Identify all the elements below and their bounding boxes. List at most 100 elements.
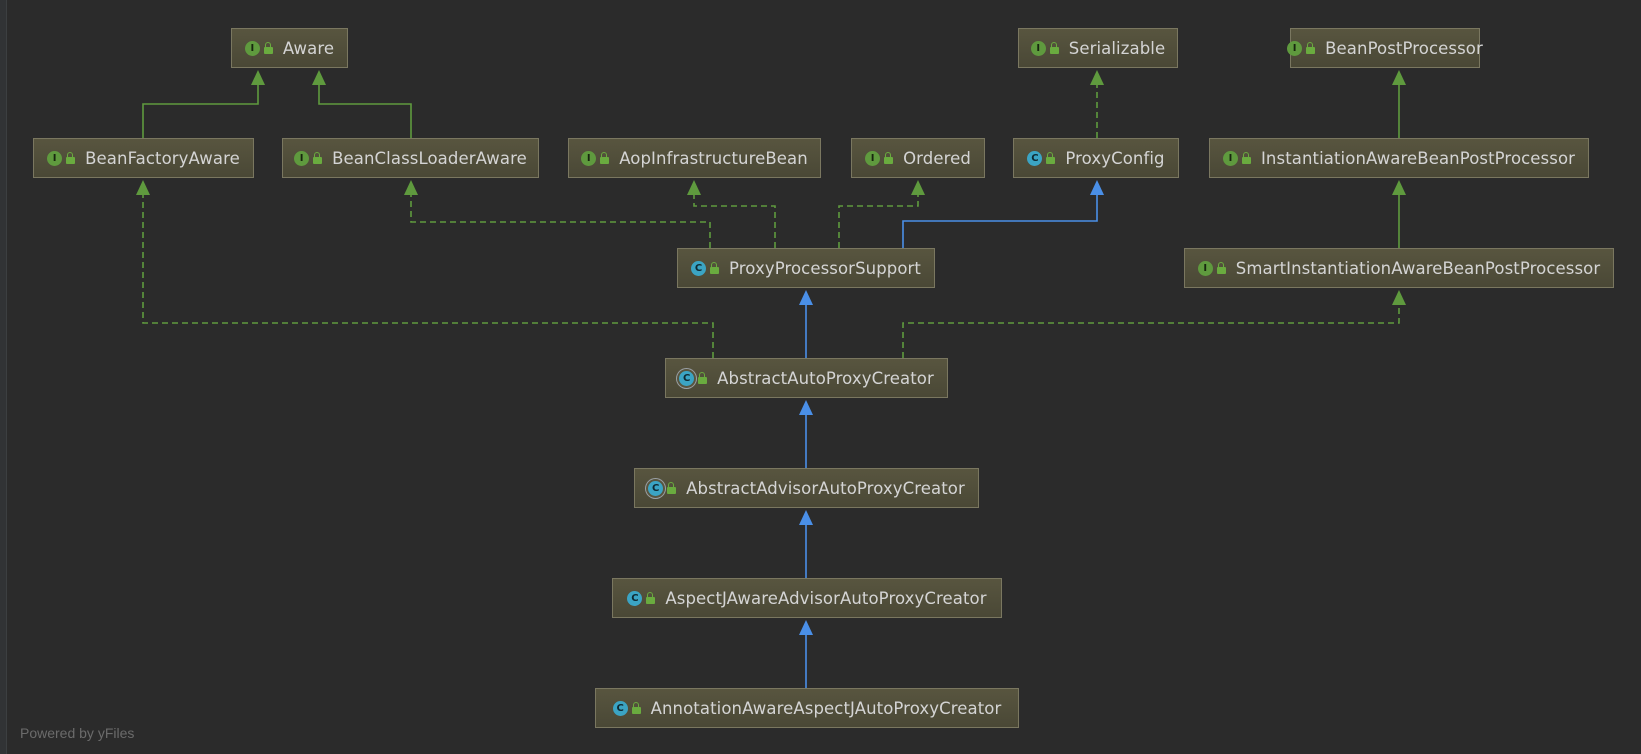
public-visibility-icon xyxy=(263,42,274,54)
edge-line xyxy=(142,84,259,138)
node-label: AspectJAwareAdvisorAutoProxyCreator xyxy=(665,588,987,608)
class-icon: C xyxy=(1027,150,1043,166)
node-instantiationawarebeanpostprocessor[interactable]: I InstantiationAwareBeanPostProcessor xyxy=(1209,138,1589,178)
node-label: Serializable xyxy=(1068,38,1166,58)
powered-by-footer: Powered by yFiles xyxy=(20,725,135,741)
node-aware[interactable]: I Aware xyxy=(231,28,348,68)
interface-icon: I xyxy=(865,150,881,166)
public-visibility-icon xyxy=(710,262,720,274)
left-gutter xyxy=(0,0,7,754)
public-visibility-icon xyxy=(1241,152,1252,164)
node-label: BeanPostProcessor xyxy=(1325,38,1483,58)
edge-arrowhead xyxy=(799,290,813,305)
edge-arrowhead xyxy=(799,510,813,525)
abstract-class-icon: C xyxy=(648,480,664,496)
node-label: AopInfrastructureBean xyxy=(619,148,808,168)
interface-icon: I xyxy=(1030,40,1046,56)
edge-line xyxy=(838,194,919,248)
edge-arrowhead xyxy=(1090,180,1104,195)
edge-line xyxy=(318,84,412,138)
public-visibility-icon xyxy=(1306,42,1316,54)
edge-arrowhead xyxy=(687,180,701,195)
node-aspectjawareadvisorautoproxycreator[interactable]: C AspectJAwareAdvisorAutoProxyCreator xyxy=(612,578,1002,618)
public-visibility-icon xyxy=(884,152,894,164)
public-visibility-icon xyxy=(631,702,642,714)
edge-proxyconfig-to-serializable xyxy=(1090,70,1104,138)
node-label: ProxyProcessorSupport xyxy=(729,258,921,278)
interface-icon: I xyxy=(294,150,310,166)
public-visibility-icon xyxy=(313,152,323,164)
public-visibility-icon xyxy=(600,152,610,164)
interface-icon: I xyxy=(47,150,63,166)
node-label: AnnotationAwareAspectJAutoProxyCreator xyxy=(650,698,1002,718)
interface-icon: I xyxy=(244,40,260,56)
node-abstractautoproxycreator[interactable]: C AbstractAutoProxyCreator xyxy=(665,358,948,398)
edge-arrowhead xyxy=(1392,290,1406,305)
node-ordered[interactable]: I Ordered xyxy=(851,138,985,178)
node-beanclassloaderaware[interactable]: I BeanClassLoaderAware xyxy=(282,138,539,178)
edge-arrowhead xyxy=(404,180,418,195)
edge-abstractautoproxycreator-to-proxyprocessorsupport xyxy=(799,290,813,358)
node-label: BeanFactoryAware xyxy=(85,148,240,168)
node-beanpostprocessor[interactable]: I BeanPostProcessor xyxy=(1287,28,1483,68)
edge-proxyprocessorsupport-to-ordered xyxy=(838,180,925,248)
node-label: ProxyConfig xyxy=(1065,148,1165,168)
node-annotationawareaspectjautoproxycreator[interactable]: C AnnotationAwareAspectJAutoProxyCreator xyxy=(595,688,1019,728)
node-serializable[interactable]: I Serializable xyxy=(1018,28,1178,68)
edge-proxyprocessorsupport-to-proxyconfig xyxy=(902,180,1104,248)
abstract-class-icon: C xyxy=(679,370,695,386)
public-visibility-icon xyxy=(1046,152,1056,164)
node-label: BeanClassLoaderAware xyxy=(332,148,527,168)
interface-icon: I xyxy=(1197,260,1213,276)
class-icon: C xyxy=(627,590,643,606)
edge-line xyxy=(902,304,1400,358)
edge-line xyxy=(693,194,776,248)
edge-proxyprocessorsupport-to-beanclassloaderaware xyxy=(404,180,711,248)
edge-aspectjawareadvisorautoproxycreator-to-abstractadvisorautoproxycreator xyxy=(799,510,813,578)
interface-icon: I xyxy=(1287,40,1303,56)
interface-icon: I xyxy=(581,150,597,166)
edge-instantiationawarebeanpostprocessor-to-beanpostprocessor xyxy=(1392,70,1406,138)
node-proxyprocessorsupport[interactable]: C ProxyProcessorSupport xyxy=(677,248,935,288)
edge-abstractautoproxycreator-to-beanfactoryaware xyxy=(136,180,714,358)
edge-proxyprocessorsupport-to-aopinfrastructurebean xyxy=(687,180,776,248)
edge-arrowhead xyxy=(911,180,925,195)
edge-line xyxy=(410,194,711,248)
edge-arrowhead xyxy=(799,620,813,635)
node-label: InstantiationAwareBeanPostProcessor xyxy=(1260,148,1576,168)
edge-abstractautoproxycreator-to-smartinstantiationawarebeanpostprocessor xyxy=(902,290,1406,358)
interface-icon: I xyxy=(1222,150,1238,166)
edge-line xyxy=(902,194,1098,248)
class-icon: C xyxy=(691,260,706,276)
public-visibility-icon xyxy=(667,482,677,494)
node-aopinfrastructurebean[interactable]: I AopInfrastructureBean xyxy=(568,138,821,178)
node-abstractadvisorautoproxycreator[interactable]: C AbstractAdvisorAutoProxyCreator xyxy=(634,468,979,508)
class-icon: C xyxy=(612,700,628,716)
edge-arrowhead xyxy=(1090,70,1104,85)
node-label: SmartInstantiationAwareBeanPostProcessor xyxy=(1235,258,1601,278)
edge-arrowhead xyxy=(1392,70,1406,85)
public-visibility-icon xyxy=(1216,262,1227,274)
node-label: Aware xyxy=(282,38,335,58)
public-visibility-icon xyxy=(698,372,708,384)
node-label: AbstractAdvisorAutoProxyCreator xyxy=(686,478,965,498)
node-proxyconfig[interactable]: C ProxyConfig xyxy=(1013,138,1179,178)
edge-arrowhead xyxy=(799,400,813,415)
public-visibility-icon xyxy=(1049,42,1060,54)
edge-abstractadvisorautoproxycreator-to-abstractautoproxycreator xyxy=(799,400,813,468)
node-smartinstantiationawarebeanpostprocessor[interactable]: I SmartInstantiationAwareBeanPostProcesso… xyxy=(1184,248,1614,288)
edge-annotationawareaspectjautoproxycreator-to-aspectjawareadvisorautoproxycreator xyxy=(799,620,813,688)
node-label: AbstractAutoProxyCreator xyxy=(717,368,934,388)
node-beanfactoryaware[interactable]: I BeanFactoryAware xyxy=(33,138,254,178)
public-visibility-icon xyxy=(646,592,656,604)
edge-arrowhead xyxy=(312,70,326,85)
edge-line xyxy=(142,194,714,358)
edge-arrowhead xyxy=(251,70,265,85)
node-label: Ordered xyxy=(903,148,971,168)
edge-arrowhead xyxy=(1392,180,1406,195)
edge-beanfactoryaware-to-aware xyxy=(142,70,265,138)
edge-beanclassloaderaware-to-aware xyxy=(312,70,412,138)
edge-arrowhead xyxy=(136,180,150,195)
